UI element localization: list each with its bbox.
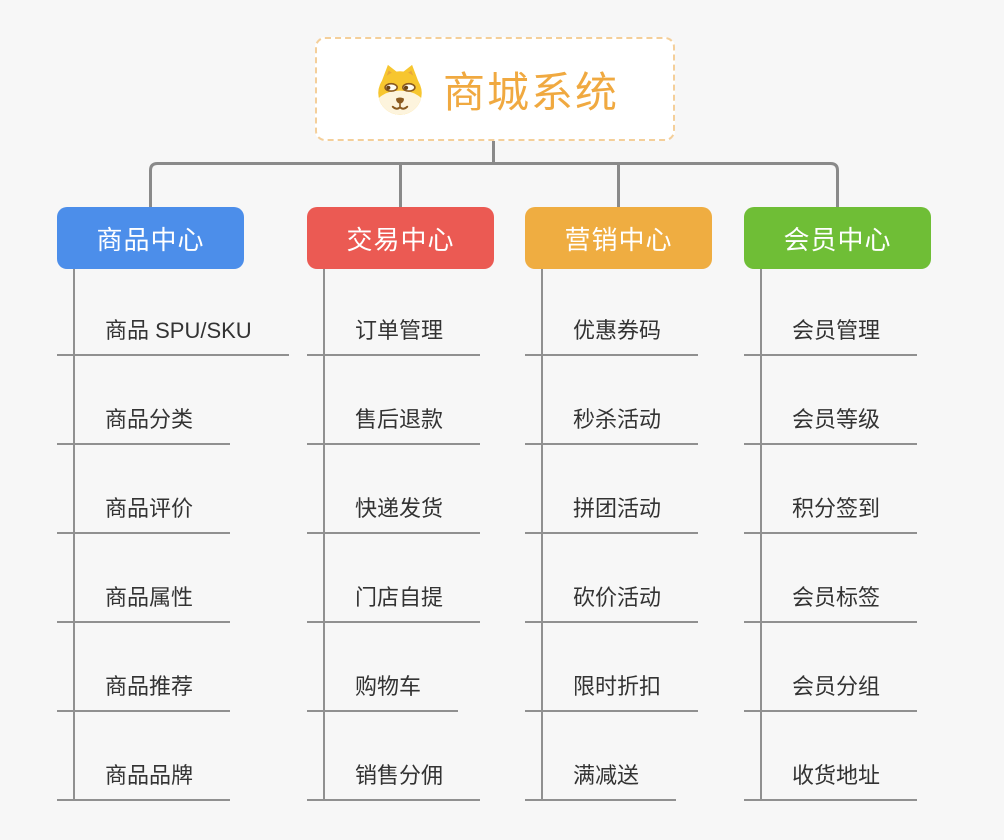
leaf-node[interactable]: 售后退款 bbox=[307, 404, 481, 445]
leaf-node[interactable]: 拼团活动 bbox=[525, 493, 699, 534]
leaf-node[interactable]: 会员标签 bbox=[744, 582, 918, 623]
leaf-node[interactable]: 销售分佣 bbox=[307, 760, 481, 801]
branch-trunk-line bbox=[540, 269, 543, 800]
leaf-node[interactable]: 商品推荐 bbox=[57, 671, 231, 712]
leaf-node[interactable]: 快递发货 bbox=[307, 493, 481, 534]
leaf-node[interactable]: 会员管理 bbox=[744, 315, 918, 356]
branch-header[interactable]: 交易中心 bbox=[307, 207, 494, 269]
branch-trunk-line bbox=[322, 269, 325, 800]
leaf-node[interactable]: 收货地址 bbox=[744, 760, 918, 801]
leaf-node[interactable]: 满减送 bbox=[525, 760, 677, 801]
dog-icon bbox=[378, 64, 422, 115]
leaf-node[interactable]: 砍价活动 bbox=[525, 582, 699, 623]
leaf-node[interactable]: 门店自提 bbox=[307, 582, 481, 623]
branch-header-label: 交易中心 bbox=[346, 224, 455, 255]
branch-header-label: 商品中心 bbox=[96, 224, 205, 255]
leaf-node[interactable]: 积分签到 bbox=[744, 493, 918, 534]
leaf-node[interactable]: 购物车 bbox=[307, 671, 459, 712]
leaf-node[interactable]: 会员分组 bbox=[744, 671, 918, 712]
root-node[interactable]: 商城系统 bbox=[315, 37, 675, 141]
leaf-node[interactable]: 优惠券码 bbox=[525, 315, 699, 356]
branch-header[interactable]: 商品中心 bbox=[57, 207, 244, 269]
branch-trunk-line bbox=[72, 269, 75, 800]
leaf-node[interactable]: 商品分类 bbox=[57, 404, 231, 445]
root-title: 商城系统 bbox=[442, 68, 619, 116]
leaf-node[interactable]: 订单管理 bbox=[307, 315, 481, 356]
leaf-node[interactable]: 商品评价 bbox=[57, 493, 231, 534]
leaf-node[interactable]: 会员等级 bbox=[744, 404, 918, 445]
branch-header[interactable]: 营销中心 bbox=[525, 207, 712, 269]
leaf-node[interactable]: 商品品牌 bbox=[57, 760, 231, 801]
leaf-node[interactable]: 限时折扣 bbox=[525, 671, 699, 712]
leaf-node[interactable]: 商品属性 bbox=[57, 582, 231, 623]
leaf-node[interactable]: 商品 SPU/SKU bbox=[57, 315, 289, 356]
branch-bus-line bbox=[149, 162, 839, 207]
branch-header-label: 会员中心 bbox=[783, 224, 892, 255]
branch-trunk-line bbox=[759, 269, 762, 800]
branch-header-label: 营销中心 bbox=[564, 224, 673, 255]
branch-header[interactable]: 会员中心 bbox=[744, 207, 931, 269]
leaf-node[interactable]: 秒杀活动 bbox=[525, 404, 699, 445]
